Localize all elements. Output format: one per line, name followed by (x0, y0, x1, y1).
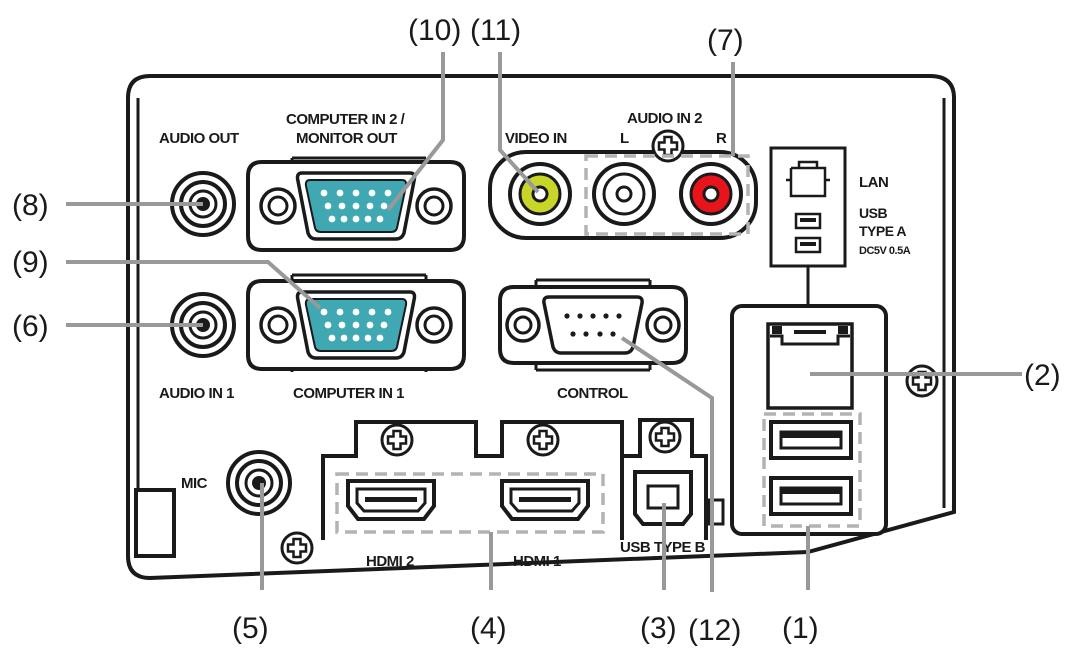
callout-3: (3) (640, 612, 677, 645)
usb-label-line3: DC5V 0.5A (859, 245, 911, 257)
callout-9: (9) (12, 246, 49, 279)
audio-in-2-right-label: R (716, 130, 727, 147)
audio-in-2-label: AUDIO IN 2 (627, 110, 702, 127)
lan-label: LAN (859, 174, 888, 191)
leader-11 (498, 52, 540, 194)
audio-in-2-right-rca-jack (679, 162, 743, 226)
computer-in-2-label-line1: COMPUTER IN 2 / (286, 111, 406, 128)
computer-in-2-vga-port (246, 160, 466, 252)
mic-jack (226, 450, 292, 516)
usb-a-group-outline (762, 412, 862, 528)
usb-b-port (633, 470, 693, 526)
audio-in-1-label: AUDIO IN 1 (159, 385, 234, 402)
usb-a-icon (794, 212, 822, 230)
audio-in-2-left-label: L (620, 130, 629, 147)
control-serial-port (498, 285, 688, 365)
callout-6: (6) (12, 310, 49, 343)
callout-2: (2) (1024, 359, 1061, 392)
audio-in-2-group-outline (584, 154, 750, 236)
leader-lines (66, 52, 1022, 592)
usb-label-line2: TYPE A (859, 223, 906, 239)
usb-b-screw (648, 420, 682, 454)
hdmi-1-label: HDMI 1 (513, 553, 561, 570)
usb-a-port-2 (769, 476, 853, 516)
lan-rj45-port (766, 322, 854, 410)
leader-10 (386, 52, 445, 212)
computer-in-1-label: COMPUTER IN 1 (293, 385, 404, 402)
callout-1: (1) (782, 612, 819, 645)
hdmi-2-port (346, 479, 436, 521)
lan-screw (905, 364, 939, 398)
leader-9 (66, 260, 322, 310)
audio-out-label: AUDIO OUT (159, 130, 239, 147)
audio-in-2-left-rca-jack (592, 162, 656, 226)
callout-11: (11) (470, 14, 521, 47)
computer-in-2-label-line2: MONITOR OUT (296, 130, 397, 147)
lan-usb-legend-box (769, 146, 847, 268)
callout-7: (7) (707, 24, 744, 57)
hdmi-2-label: HDMI 2 (366, 553, 414, 570)
lan-icon (786, 160, 830, 198)
usb-label-line1: USB (859, 205, 887, 221)
hdmi-group-outline (335, 472, 605, 534)
hdmi-1-port (500, 479, 590, 521)
leader-12 (620, 336, 714, 592)
bottom-screw (280, 531, 314, 565)
video-in-label: VIDEO IN (505, 130, 567, 147)
callout-10: (10) (408, 14, 461, 47)
usb-a-icon-2 (794, 236, 822, 254)
panel-outline (126, 74, 956, 581)
hdmi-2-screw (380, 423, 414, 457)
mic-label: MIC (181, 475, 208, 492)
control-label: CONTROL (557, 385, 628, 402)
callout-4: (4) (470, 612, 507, 645)
computer-in-1-vga-port (246, 279, 466, 371)
hdmi-1-screw (526, 423, 560, 457)
side-tab (134, 488, 176, 558)
callout-8: (8) (12, 189, 49, 222)
callout-5: (5) (232, 612, 269, 645)
usb-a-port-1 (769, 420, 853, 460)
callout-12: (12) (688, 614, 741, 647)
